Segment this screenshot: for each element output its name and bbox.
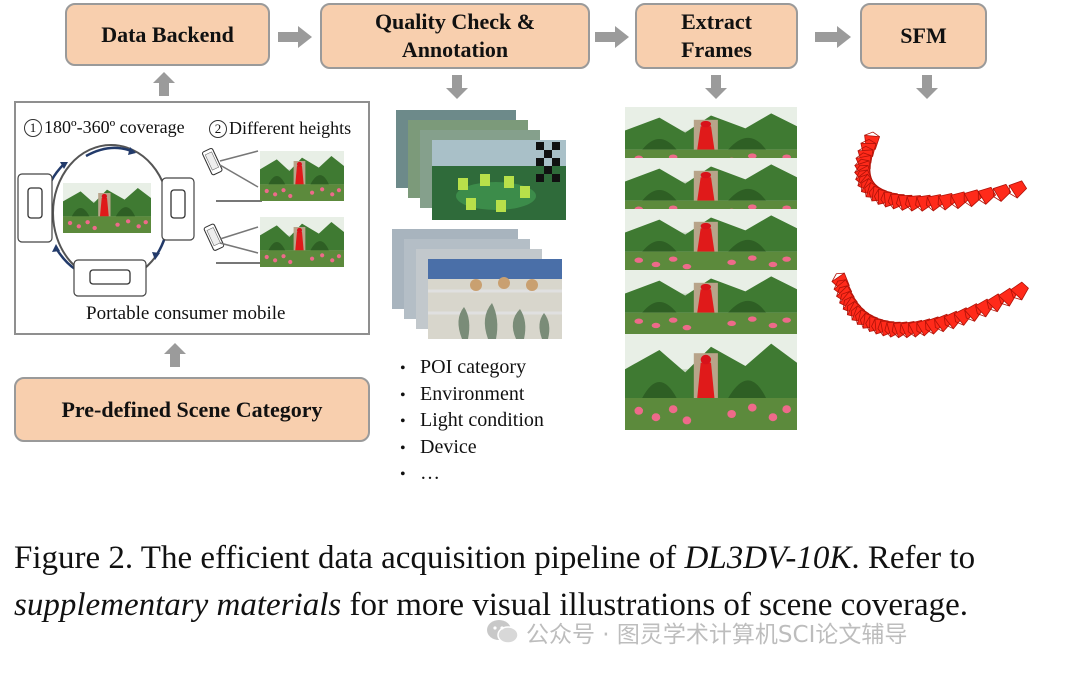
coverage-circle-diagram: [17, 144, 195, 297]
coverage-label: 180º-360º coverage: [44, 117, 185, 137]
arrow-down-icon: [446, 75, 468, 99]
device-label: Portable consumer mobile: [86, 303, 286, 324]
camera-frustum-icon: [977, 186, 997, 205]
center-scene-image: [63, 183, 151, 233]
annotation-attribute-item: Light condition: [400, 408, 544, 435]
arrow-right-icon: [815, 26, 851, 48]
arrow-up-icon: [153, 72, 175, 96]
annotation-sample-stack-indoor: [392, 229, 562, 339]
extracted-frame: [625, 270, 797, 334]
extracted-frame: [625, 209, 797, 273]
annotation-attribute-item: …: [400, 461, 544, 488]
sfm-box: SFM: [860, 3, 987, 69]
caption-dataset-name: DL3DV-10K: [684, 540, 852, 576]
sfm-label: SFM: [900, 23, 947, 48]
quality-check-label: Quality Check & Annotation: [374, 9, 536, 62]
annotation-attribute-item: Device: [400, 435, 544, 462]
watermark: 公众号 · 图灵学术计算机SCI论文辅导: [486, 615, 907, 649]
sfm-camera-trajectories: [831, 131, 1029, 339]
arrow-down-icon: [916, 75, 938, 99]
annotation-attribute-list: POI category Environment Light condition…: [400, 355, 544, 488]
height-diagram-top: [202, 147, 262, 202]
arrow-right-icon: [595, 26, 629, 48]
annotation-sample-stack-outdoor: [396, 110, 566, 220]
heights-label: Different heights: [229, 118, 352, 138]
extracted-frame: [625, 334, 797, 430]
camera-frustum-icon: [1010, 281, 1029, 301]
camera-frustum-icon: [937, 192, 957, 211]
phone-icon: [161, 177, 195, 241]
arrow-up-icon: [164, 343, 186, 367]
caption-prefix: Figure 2. The efficient data acquisition…: [14, 540, 685, 576]
annotation-attribute-item: Environment: [400, 382, 544, 409]
phone-icon: [73, 259, 147, 297]
camera-frustum-icon: [1008, 180, 1028, 199]
data-backend-box: Data Backend: [65, 3, 270, 66]
height-diagram-bottom: [203, 222, 262, 264]
wechat-icon: [487, 620, 519, 644]
camera-frustum-icon: [992, 183, 1012, 202]
camera-frustum-icon: [950, 191, 969, 210]
caption-supplementary: supplementary materials: [14, 587, 342, 623]
height-scene-image-bottom: [260, 217, 344, 267]
step-two-badge: 2: [209, 120, 227, 138]
arrow-right-icon: [278, 26, 312, 48]
extract-frames-box: Extract Frames: [635, 3, 798, 69]
predefined-scene-box: Pre-defined Scene Category: [14, 377, 370, 442]
caption-mid: . Refer to: [851, 540, 976, 576]
caption-suffix: for more visual illustrations of scene c…: [341, 587, 969, 623]
height-scene-image-top: [260, 151, 344, 201]
figure-caption: Figure 2. The efficient data acquisition…: [14, 535, 1034, 629]
annotation-attribute-item: POI category: [400, 355, 544, 382]
data-backend-label: Data Backend: [101, 21, 234, 47]
extract-frames-label: Extract Frames: [681, 9, 752, 62]
phone-icon: [17, 173, 53, 243]
arrow-down-icon: [705, 75, 727, 99]
step-one-badge: 1: [24, 119, 42, 137]
camera-frustum-icon: [963, 189, 982, 208]
quality-check-box: Quality Check & Annotation: [320, 3, 590, 69]
predefined-scene-label: Pre-defined Scene Category: [61, 396, 323, 422]
watermark-text: 公众号 · 图灵学术计算机SCI论文辅导: [526, 622, 908, 648]
